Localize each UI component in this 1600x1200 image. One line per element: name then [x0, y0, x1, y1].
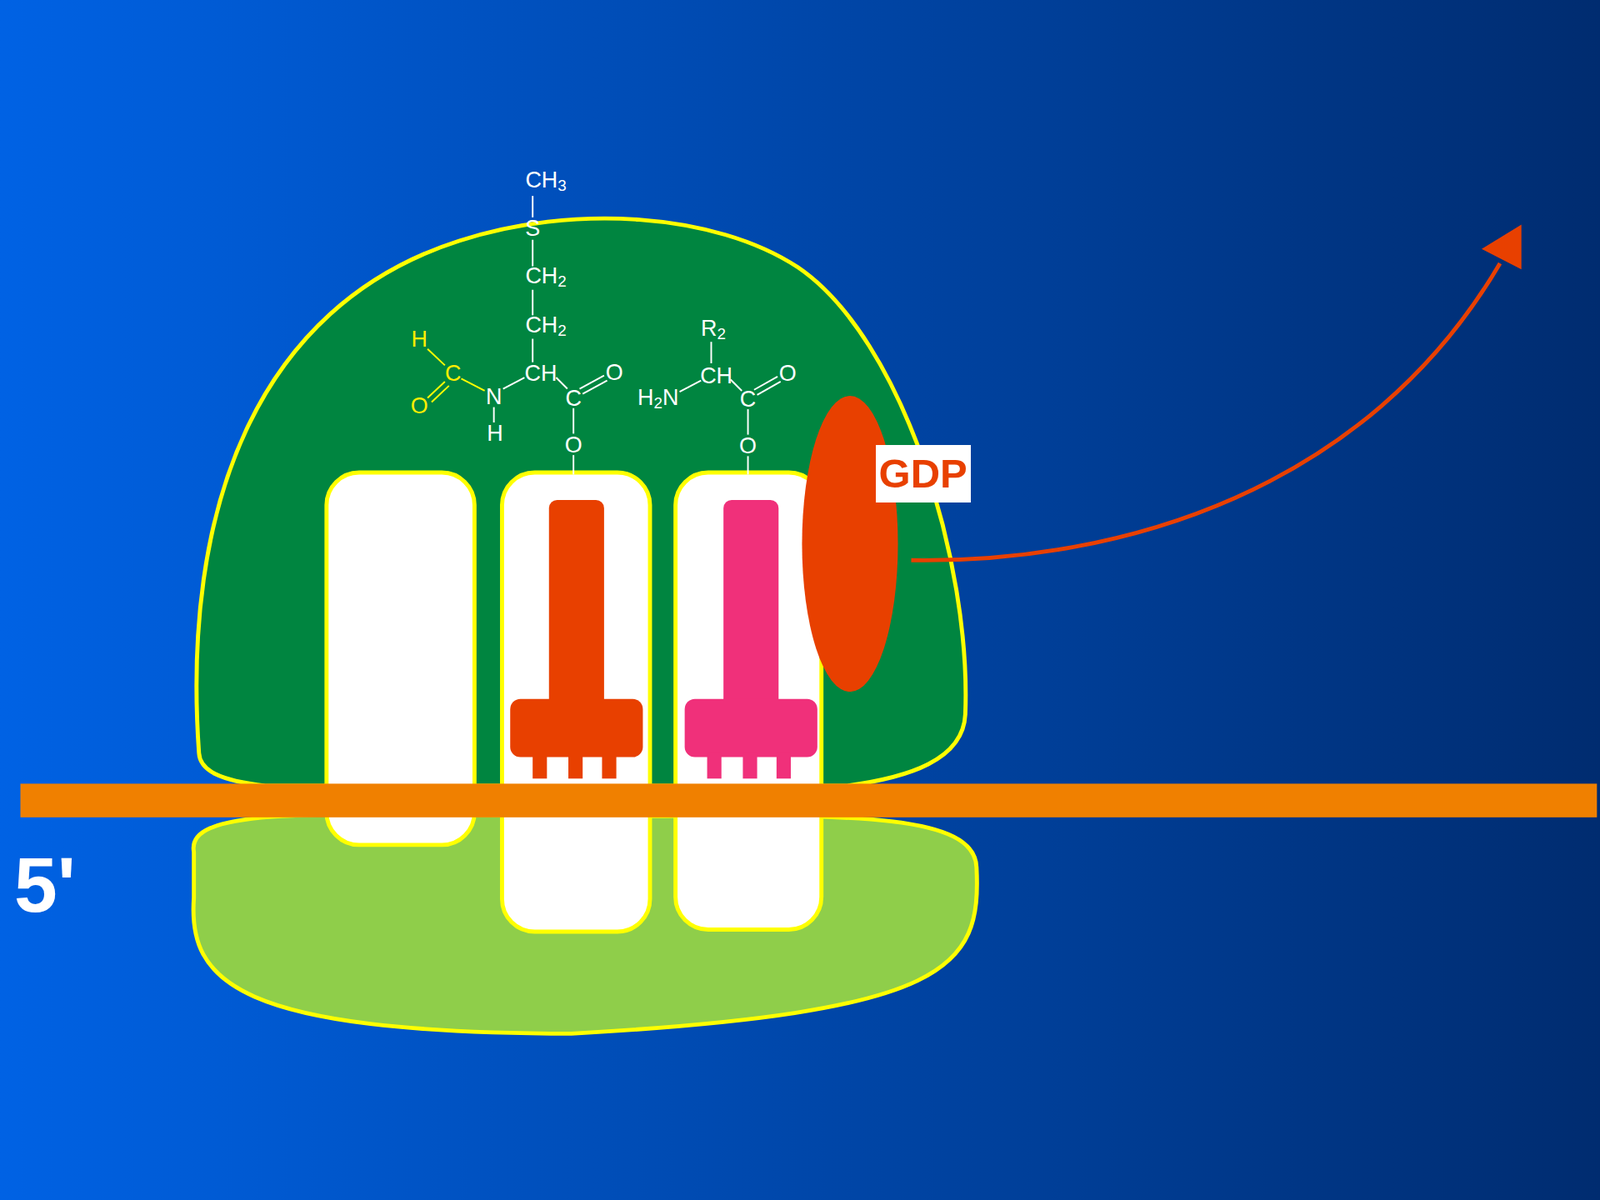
p-site	[501, 472, 650, 932]
formyl-atom: O	[410, 395, 429, 418]
chem-atom: C	[565, 386, 581, 410]
chem-group: CH	[700, 364, 733, 387]
chem-atom: O	[779, 362, 797, 385]
large-subunit	[196, 218, 966, 786]
formyl-atom: C	[445, 362, 461, 385]
chem-atom: C	[740, 387, 756, 410]
arrowhead	[1481, 224, 1522, 270]
chem-atom: O	[605, 360, 624, 384]
aminoacyl-trna	[685, 500, 818, 779]
chem-atom: O	[565, 433, 583, 456]
chem-group: CH2	[525, 314, 566, 340]
chem-group: CH	[525, 362, 558, 385]
chem-group: H2N	[637, 385, 679, 412]
bonds	[494, 195, 781, 475]
fmet-trna	[510, 500, 643, 779]
chem-atom: N	[485, 385, 502, 409]
end-label: 5'	[14, 846, 76, 925]
node-text: GDP	[879, 453, 968, 495]
chem-atom: H	[486, 422, 503, 445]
a-site	[675, 472, 822, 930]
mrna	[20, 783, 1597, 817]
side-chain: R2	[700, 316, 726, 343]
chem-group: CH3	[525, 169, 566, 195]
chem-group: CH2	[525, 265, 566, 291]
ef-tu	[801, 395, 898, 692]
release-arrow	[910, 263, 1500, 560]
formyl-atom: H	[411, 327, 428, 350]
formyl-bonds	[427, 349, 485, 403]
chem-atom: S	[525, 217, 540, 240]
gdp-box: GDP	[875, 445, 971, 503]
chem-atom: O	[739, 435, 757, 458]
